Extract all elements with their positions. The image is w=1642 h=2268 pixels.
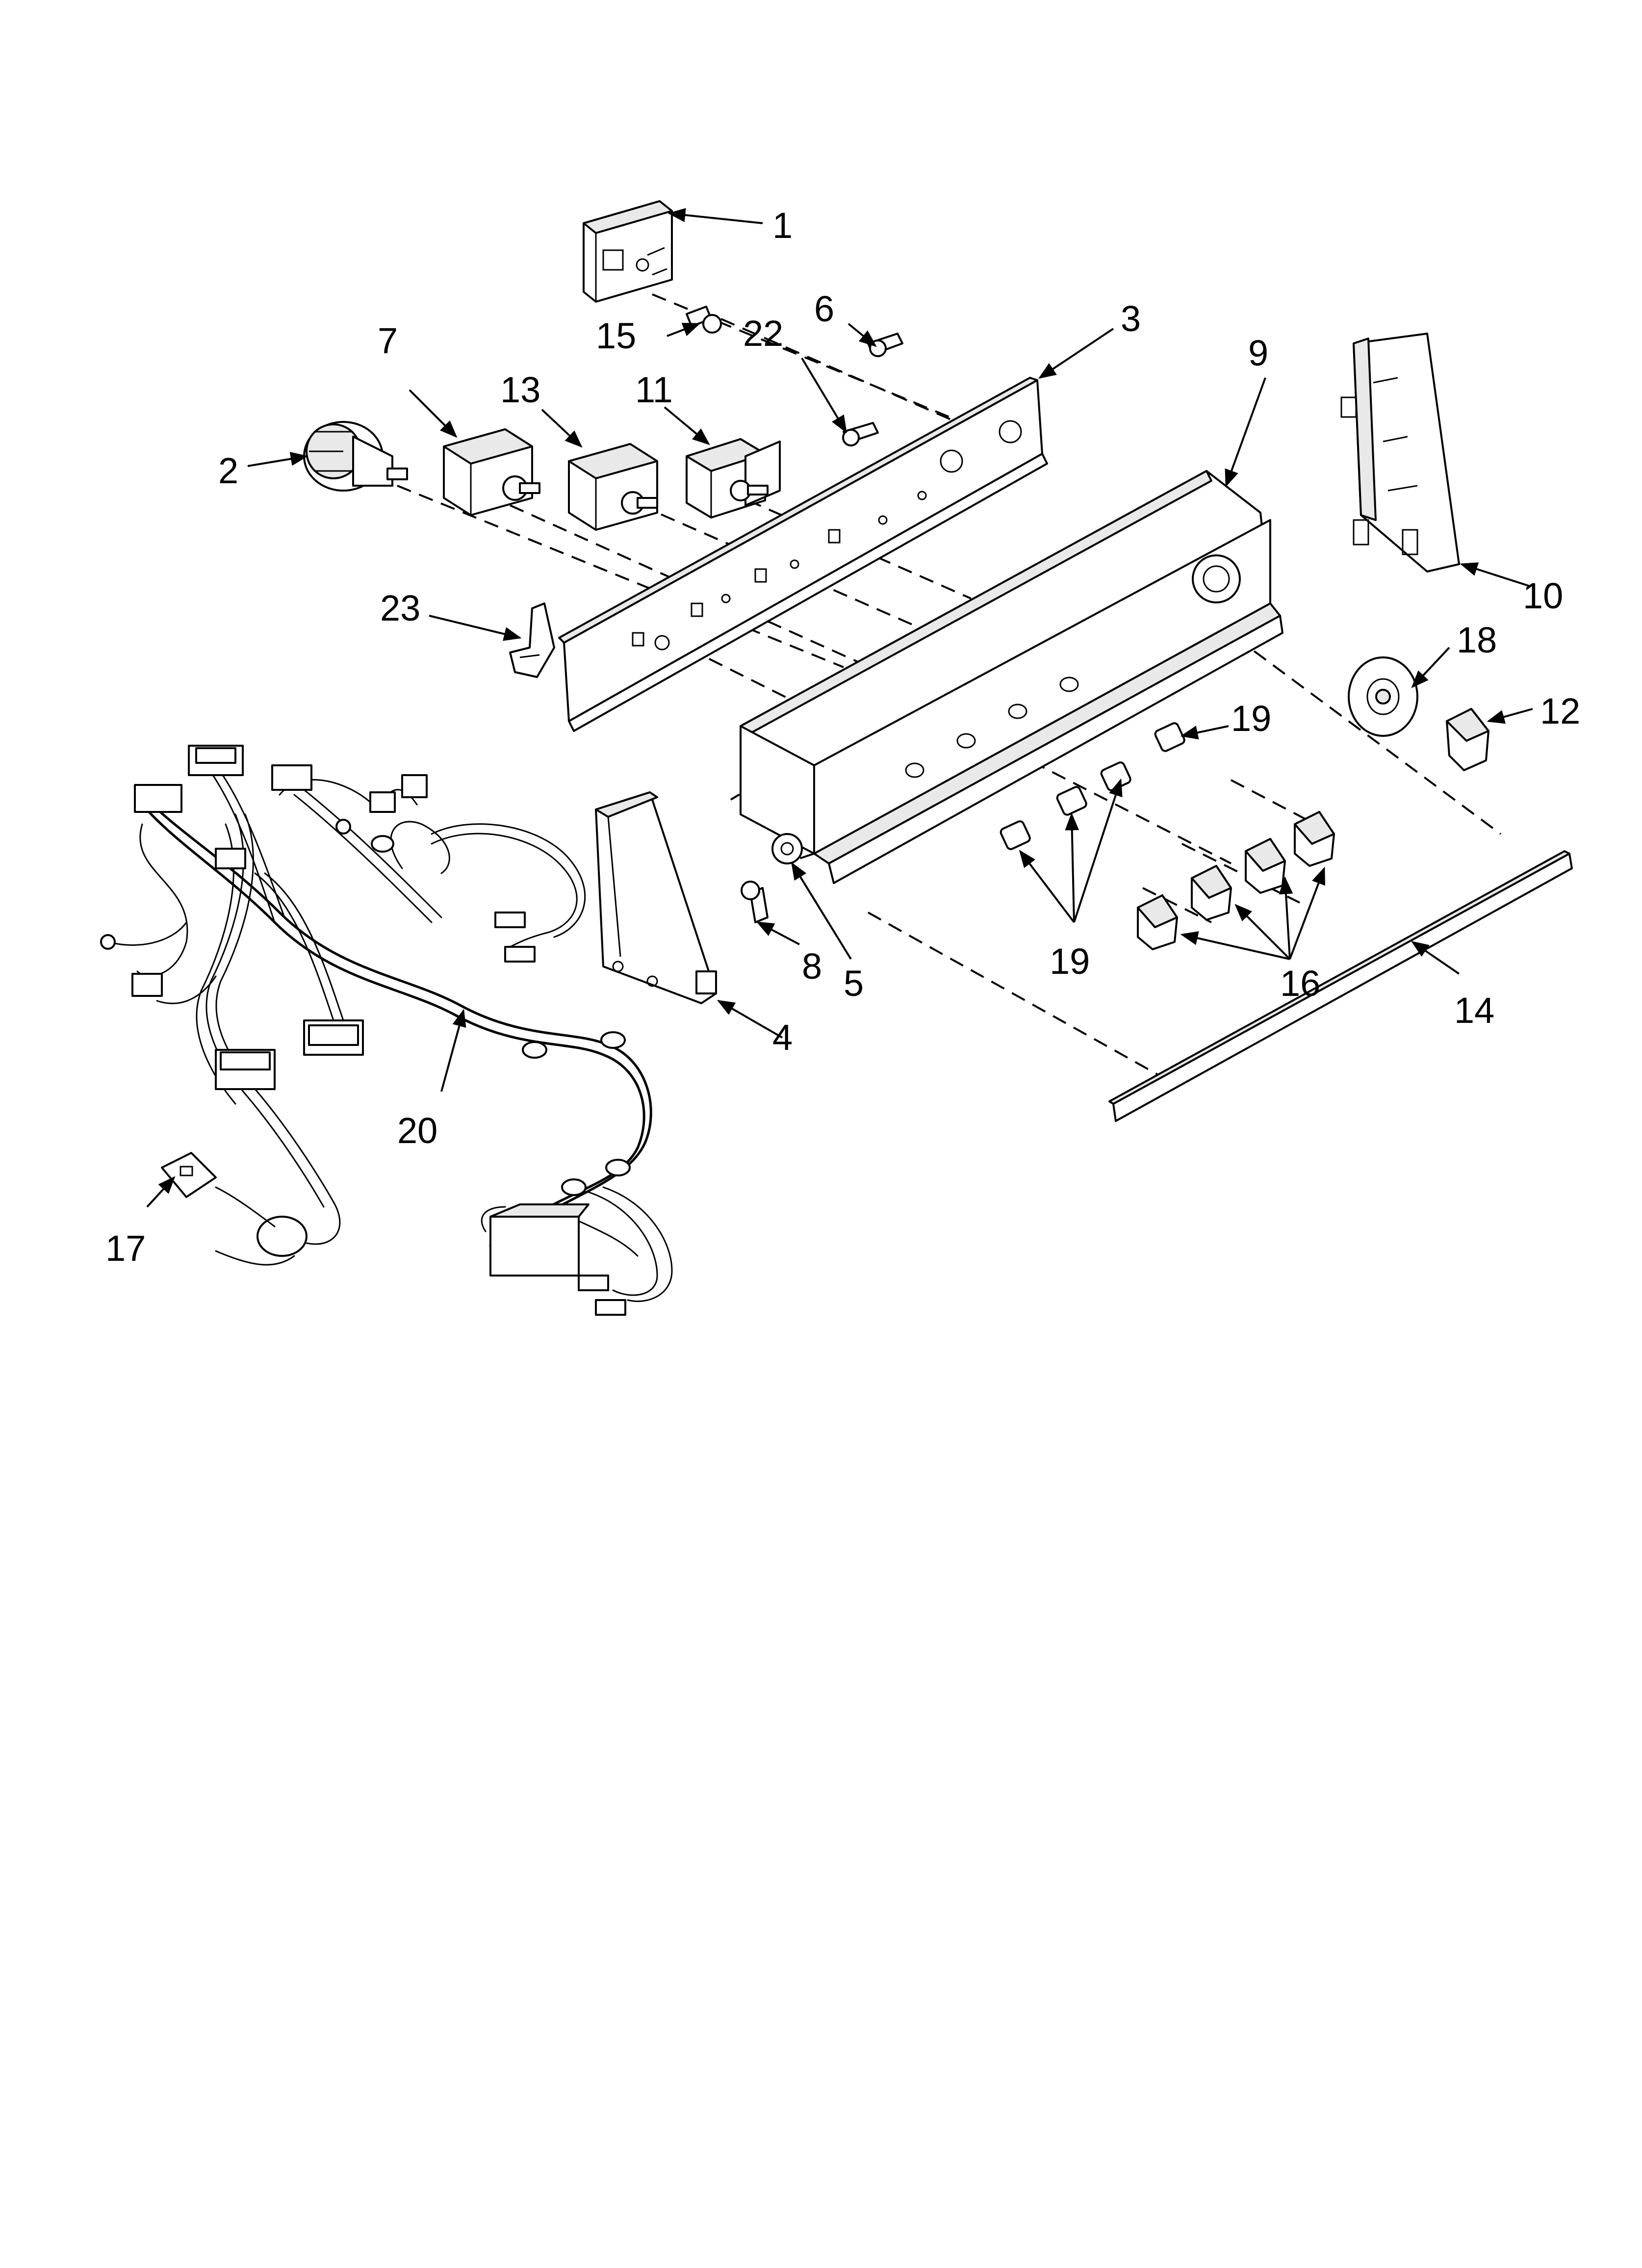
label-part-13: 13 (500, 369, 540, 410)
knob-part-12 (1446, 708, 1489, 771)
inserts-part-19 (1000, 722, 1185, 850)
label-part-16: 16 (1280, 963, 1320, 1004)
label-part-3: 3 (1121, 298, 1141, 339)
trim-part-14 (1108, 850, 1573, 1122)
label-part-1: 1 (772, 205, 793, 246)
label-part-22: 22 (743, 313, 783, 354)
label-part-11: 11 (635, 369, 673, 410)
label-part-9: 9 (1248, 333, 1268, 373)
label-part-6: 6 (814, 288, 834, 329)
insert-2 (1100, 761, 1131, 791)
screw-part-22 (842, 422, 879, 446)
label-part-4: 4 (772, 1017, 793, 1058)
switch-part-11 (686, 438, 781, 519)
label-part-8: 8 (802, 946, 822, 987)
clip-part-23 (509, 602, 555, 678)
label-part-10: 10 (1523, 575, 1563, 616)
knob-16b (1245, 838, 1286, 894)
label-part-18: 18 (1457, 620, 1497, 660)
selector-switch-part-2 (303, 421, 408, 492)
insert-3 (1056, 786, 1087, 816)
screw-part-15 (686, 306, 722, 334)
timer-part-1 (583, 200, 673, 303)
bracket-holes (632, 420, 1022, 651)
insert-1 (1154, 722, 1185, 752)
screw-part-6 (867, 333, 903, 357)
label-part-20: 20 (397, 1110, 437, 1151)
knob-16c (1191, 865, 1232, 921)
sensor-part-17 (161, 1152, 276, 1227)
end-cap-part-10 (1340, 333, 1460, 573)
label-part-15: 15 (596, 315, 636, 356)
screw-part-8 (741, 881, 769, 923)
knobs-part-16 (1137, 811, 1335, 950)
bracket-part-3 (558, 377, 1048, 732)
wire-harness-part-20 (100, 745, 673, 1316)
callout-labels: 1 15 6 3 22 7 13 11 2 23 9 10 18 12 19 1… (105, 205, 1580, 1269)
console-holes (905, 677, 1079, 778)
label-part-19-lower: 19 (1050, 941, 1090, 982)
knob-16d (1137, 894, 1178, 950)
console-part-9 (740, 470, 1283, 884)
label-part-19-upper: 19 (1231, 698, 1271, 739)
switch-part-7 (443, 428, 540, 516)
harness-connectors (100, 745, 631, 1316)
label-part-7: 7 (378, 320, 398, 361)
label-part-5: 5 (844, 963, 864, 1004)
label-part-17: 17 (105, 1228, 146, 1269)
dial-part-18 (1348, 656, 1418, 737)
insert-4 (1000, 820, 1031, 850)
label-part-14: 14 (1454, 990, 1494, 1031)
label-part-12: 12 (1540, 691, 1580, 731)
nut-part-5 (771, 833, 803, 864)
end-cap-part-4 (595, 791, 717, 1004)
switch-part-13 (568, 443, 658, 531)
knob-16a (1294, 811, 1335, 867)
label-part-23: 23 (380, 588, 420, 628)
leader-arrows (146, 208, 1533, 1208)
label-part-2: 2 (218, 450, 238, 491)
